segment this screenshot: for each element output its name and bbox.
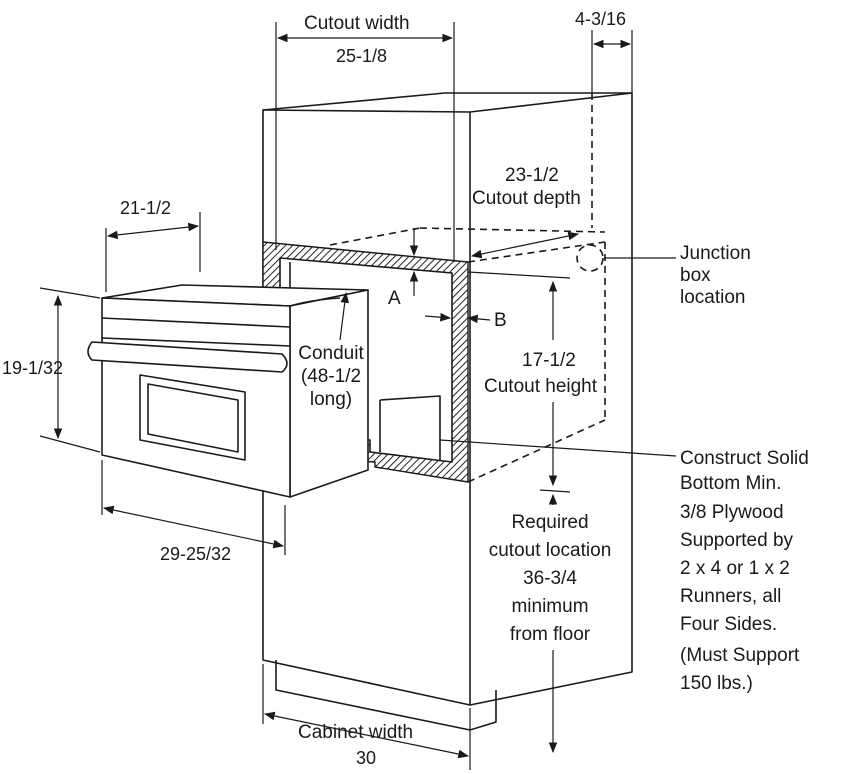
bottom-note-line-8: (Must Support bbox=[680, 645, 800, 666]
dimension-lines bbox=[39, 22, 677, 770]
cutout-width-value: 25-1/8 bbox=[336, 46, 388, 66]
bottom-note-line-1: Construct Solid bbox=[680, 448, 809, 469]
required-location-line-3: 36-3/4 bbox=[523, 568, 577, 589]
conduit-line-3: long) bbox=[309, 389, 353, 410]
cutout-depth-label: Cutout depth bbox=[472, 188, 581, 209]
oven bbox=[87, 284, 369, 498]
label-b: B bbox=[494, 310, 507, 331]
required-location-line-2: cutout location bbox=[488, 540, 612, 561]
conduit-line-2: (48-1/2 bbox=[300, 366, 362, 387]
bottom-note-line-5: 2 x 4 or 1 x 2 bbox=[680, 558, 790, 579]
cabinet-width-label: Cabinet width bbox=[298, 722, 414, 743]
conduit-line-1: Conduit bbox=[298, 343, 364, 364]
bottom-note-line-2: Bottom Min. bbox=[680, 473, 782, 494]
bottom-note-line-7: Four Sides. bbox=[680, 614, 778, 635]
bottom-note-line-9: 150 lbs.) bbox=[680, 673, 753, 694]
required-location-line-4: minimum bbox=[511, 596, 589, 617]
junction-box-line-1: Junction bbox=[680, 243, 751, 264]
cutout-depth-value: 23-1/2 bbox=[505, 165, 559, 186]
cutout-height-label: Cutout height bbox=[484, 376, 598, 397]
oven-height-value: 19-1/32 bbox=[2, 358, 64, 378]
label-a: A bbox=[388, 288, 401, 309]
oven-width-value: 29-25/32 bbox=[160, 544, 232, 564]
side-offset-value: 4-3/16 bbox=[575, 9, 627, 29]
bottom-note-line-6: Runners, all bbox=[680, 586, 782, 607]
junction-box-line-3: location bbox=[680, 287, 746, 308]
required-location-line-5: from floor bbox=[509, 624, 591, 645]
cutout-width-label: Cutout width bbox=[304, 13, 410, 34]
junction-box-line-2: box bbox=[680, 265, 711, 286]
bottom-note-line-3: 3/8 Plywood bbox=[680, 502, 784, 523]
cabinet-width-value: 30 bbox=[356, 748, 377, 768]
oven-depth-value: 21-1/2 bbox=[120, 198, 172, 218]
cutout-height-value: 17-1/2 bbox=[522, 350, 576, 371]
bottom-note-line-4: Supported by bbox=[680, 530, 794, 551]
required-location-line-1: Required bbox=[511, 512, 589, 533]
hidden-lines bbox=[329, 93, 606, 483]
